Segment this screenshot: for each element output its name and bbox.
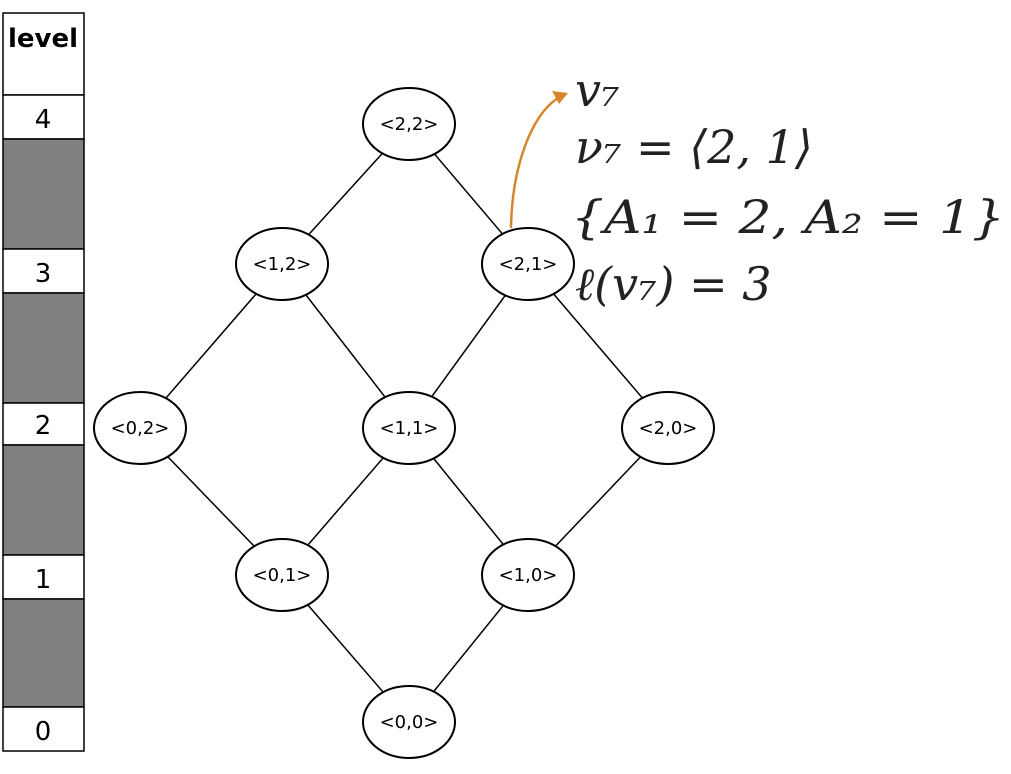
lattice-nodes: <2,2> <1,2> <2,1> <0,2> <1,1> <2,0> <0,1… <box>93 87 715 759</box>
node-label: <0,1> <box>253 565 312 586</box>
lattice-node: <2,2> <box>362 87 456 161</box>
level-label-2: 2 <box>35 411 52 441</box>
level-label-1: 1 <box>35 565 52 595</box>
lattice-node: <0,1> <box>235 538 329 612</box>
level-band <box>2 292 85 404</box>
annotation-level: ℓ(v₇) = 3 <box>575 257 772 311</box>
level-label-3: 3 <box>35 259 52 289</box>
level-column: level 4 3 2 1 0 <box>2 12 85 752</box>
node-label: <1,1> <box>380 418 439 439</box>
annotation-attribute-assignment: {A₁ = 2, A₂ = 1} <box>571 190 1005 244</box>
level-cell-2 <box>2 402 85 446</box>
node-annotation: v₇ ν₇ = ⟨2, 1⟩ {A₁ = 2, A₂ = 1} ℓ(v₇) = … <box>571 63 1005 311</box>
annotation-vertex-vector: ν₇ = ⟨2, 1⟩ <box>575 120 813 174</box>
annotation-arrow <box>509 96 559 229</box>
level-cell-4 <box>2 94 85 140</box>
lattice-node: <0,2> <box>93 391 187 465</box>
lattice-node: <1,2> <box>235 227 329 301</box>
node-label: <2,0> <box>639 418 698 439</box>
level-label-0: 0 <box>35 717 52 747</box>
level-header-cell <box>2 12 85 96</box>
level-band <box>2 138 85 250</box>
lattice-node: <1,0> <box>481 538 575 612</box>
node-label: <2,1> <box>499 254 558 275</box>
node-label: <2,2> <box>380 114 439 135</box>
node-label: <1,0> <box>499 565 558 586</box>
lattice-node: <1,1> <box>362 391 456 465</box>
annotation-vertex-name: v₇ <box>575 63 619 117</box>
annotation-arrowhead <box>552 91 568 104</box>
level-header: level <box>8 24 78 54</box>
lattice-node: <2,0> <box>621 391 715 465</box>
lattice-node: <0,0> <box>362 685 456 759</box>
node-label: <1,2> <box>253 254 312 275</box>
level-cell-0 <box>2 706 85 752</box>
node-label: <0,0> <box>380 712 439 733</box>
level-label-4: 4 <box>35 105 52 135</box>
level-band <box>2 598 85 708</box>
node-label: <0,2> <box>111 418 170 439</box>
lattice-node-highlighted: <2,1> <box>481 227 575 301</box>
level-band <box>2 444 85 556</box>
